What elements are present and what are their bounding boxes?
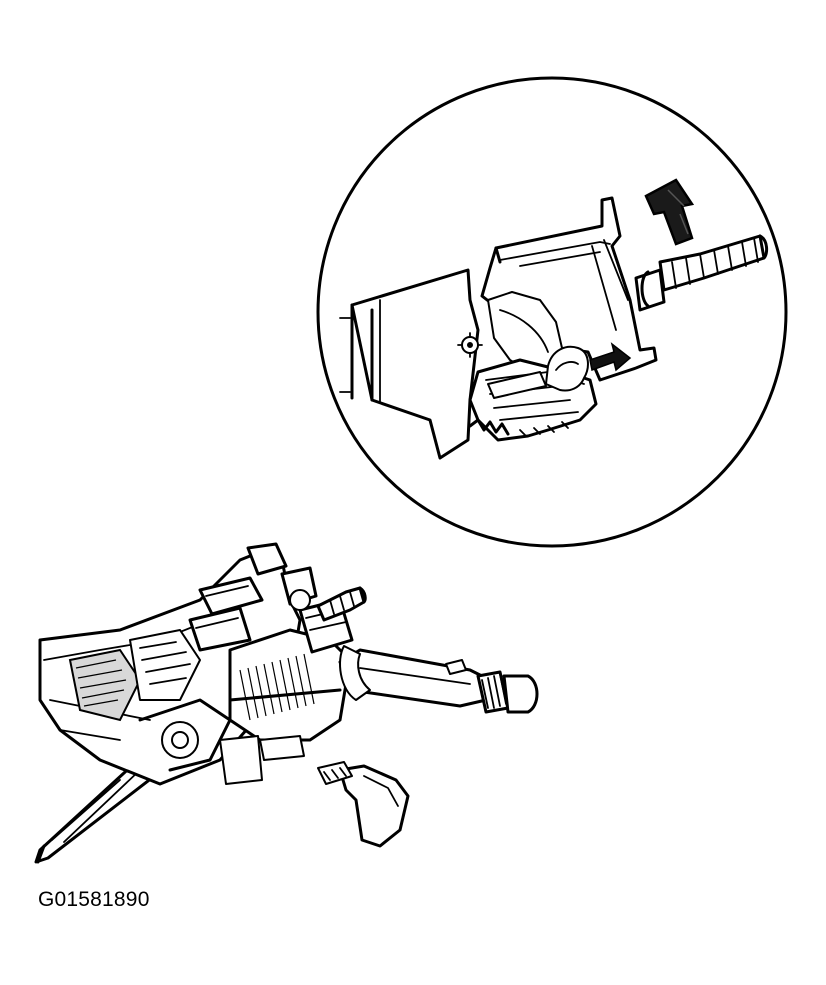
tilt-mechanism bbox=[68, 629, 232, 772]
figure-id-label: G01581890 bbox=[38, 888, 150, 911]
upper-shaft-stub bbox=[316, 586, 367, 622]
release-tab-arrow bbox=[589, 342, 632, 372]
steering-shaft bbox=[634, 234, 769, 312]
wiper-lever bbox=[338, 645, 539, 714]
trim-cover-part bbox=[317, 761, 410, 848]
detail-view bbox=[316, 76, 788, 548]
release-lever bbox=[487, 345, 589, 399]
steering-column-assembly bbox=[34, 542, 539, 864]
removal-direction-arrow bbox=[644, 178, 695, 246]
